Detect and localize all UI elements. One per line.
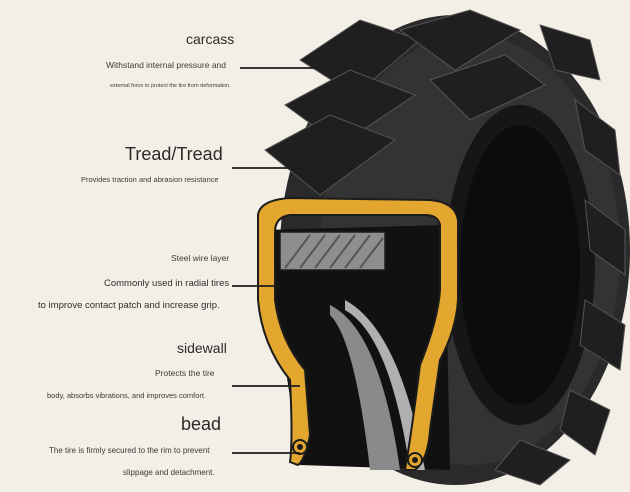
tread-lugs [264,9,626,486]
carcass-desc-line1: Withstand internal pressure and [106,60,227,70]
bead-desc-line1: The tire is firmly secured to the rim to… [49,446,210,455]
steel-desc-line2: to improve contact patch and increase gr… [38,300,220,311]
bead-desc-line2: slippage and detachment. [123,468,215,477]
bead-title: bead [181,414,222,434]
carcass-title: carcass [186,31,235,47]
tread-desc: Provides traction and abrasion resistanc… [81,175,219,184]
sidewall-title: sidewall [177,340,227,356]
steel-title: Steel wire layer [171,253,230,263]
carcass-desc-line2: external force to protect the tire from … [110,83,231,89]
cutaway-section [257,196,459,471]
steel-desc-line1: Commonly used in radial tires [104,278,230,289]
tread-title: Tread/Tread [125,144,223,164]
sidewall-desc-line2: body, absorbs vibrations, and improves c… [47,391,207,400]
sidewall-desc-line1: Protects the tire [155,368,215,378]
leader-lines [232,67,328,454]
